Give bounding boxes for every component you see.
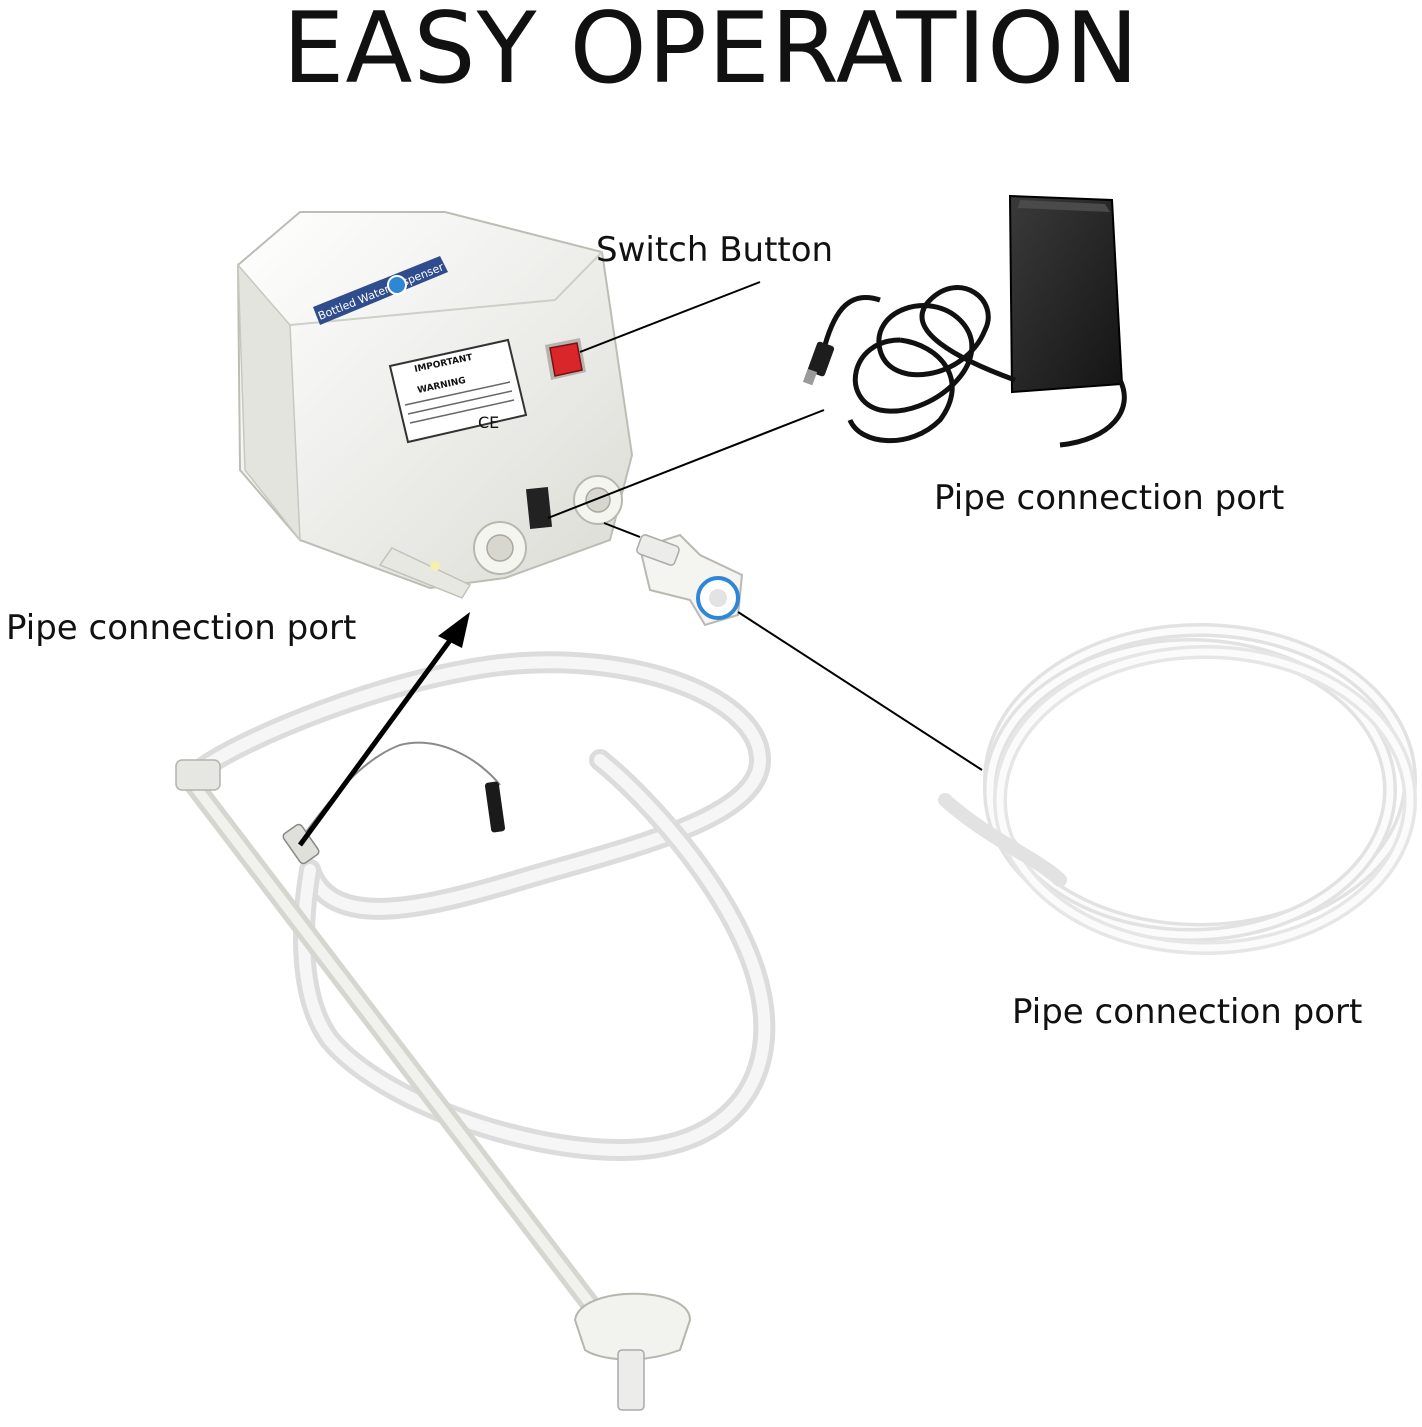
pipe-port-tube-label: Pipe connection port xyxy=(1012,992,1363,1032)
switch-button-label: Switch Button xyxy=(596,230,834,270)
pump-device: Bottled Water Dispenser IMPORTANT WARNIN… xyxy=(236,211,634,599)
leader-lines xyxy=(297,281,983,847)
leader-tube xyxy=(737,611,983,771)
bottle-cap xyxy=(573,1292,692,1361)
dc-jack xyxy=(525,486,553,530)
leader-adapter xyxy=(547,409,825,519)
ce-mark: CE xyxy=(478,413,499,432)
water-drop-icon xyxy=(387,275,407,295)
page-title: EASY OPERATION xyxy=(282,0,1140,106)
arrow-head-icon xyxy=(438,612,470,648)
power-adapter xyxy=(802,194,1127,448)
pipe-port-adapter-label: Pipe connection port xyxy=(934,478,1285,518)
leader-switch xyxy=(579,281,761,353)
arrow-to-inlet xyxy=(297,622,465,847)
sensor-plug-icon xyxy=(484,781,506,833)
leader-fitting xyxy=(603,522,641,538)
quick-connector xyxy=(636,533,744,627)
pipe-port-pump-label: Pipe connection port xyxy=(6,608,357,648)
dc-plug-icon xyxy=(802,368,818,386)
coiled-tube xyxy=(938,623,1417,955)
power-switch[interactable] xyxy=(545,338,586,380)
info-label: IMPORTANT WARNING CE xyxy=(388,338,528,444)
intake-tube xyxy=(175,651,776,1411)
